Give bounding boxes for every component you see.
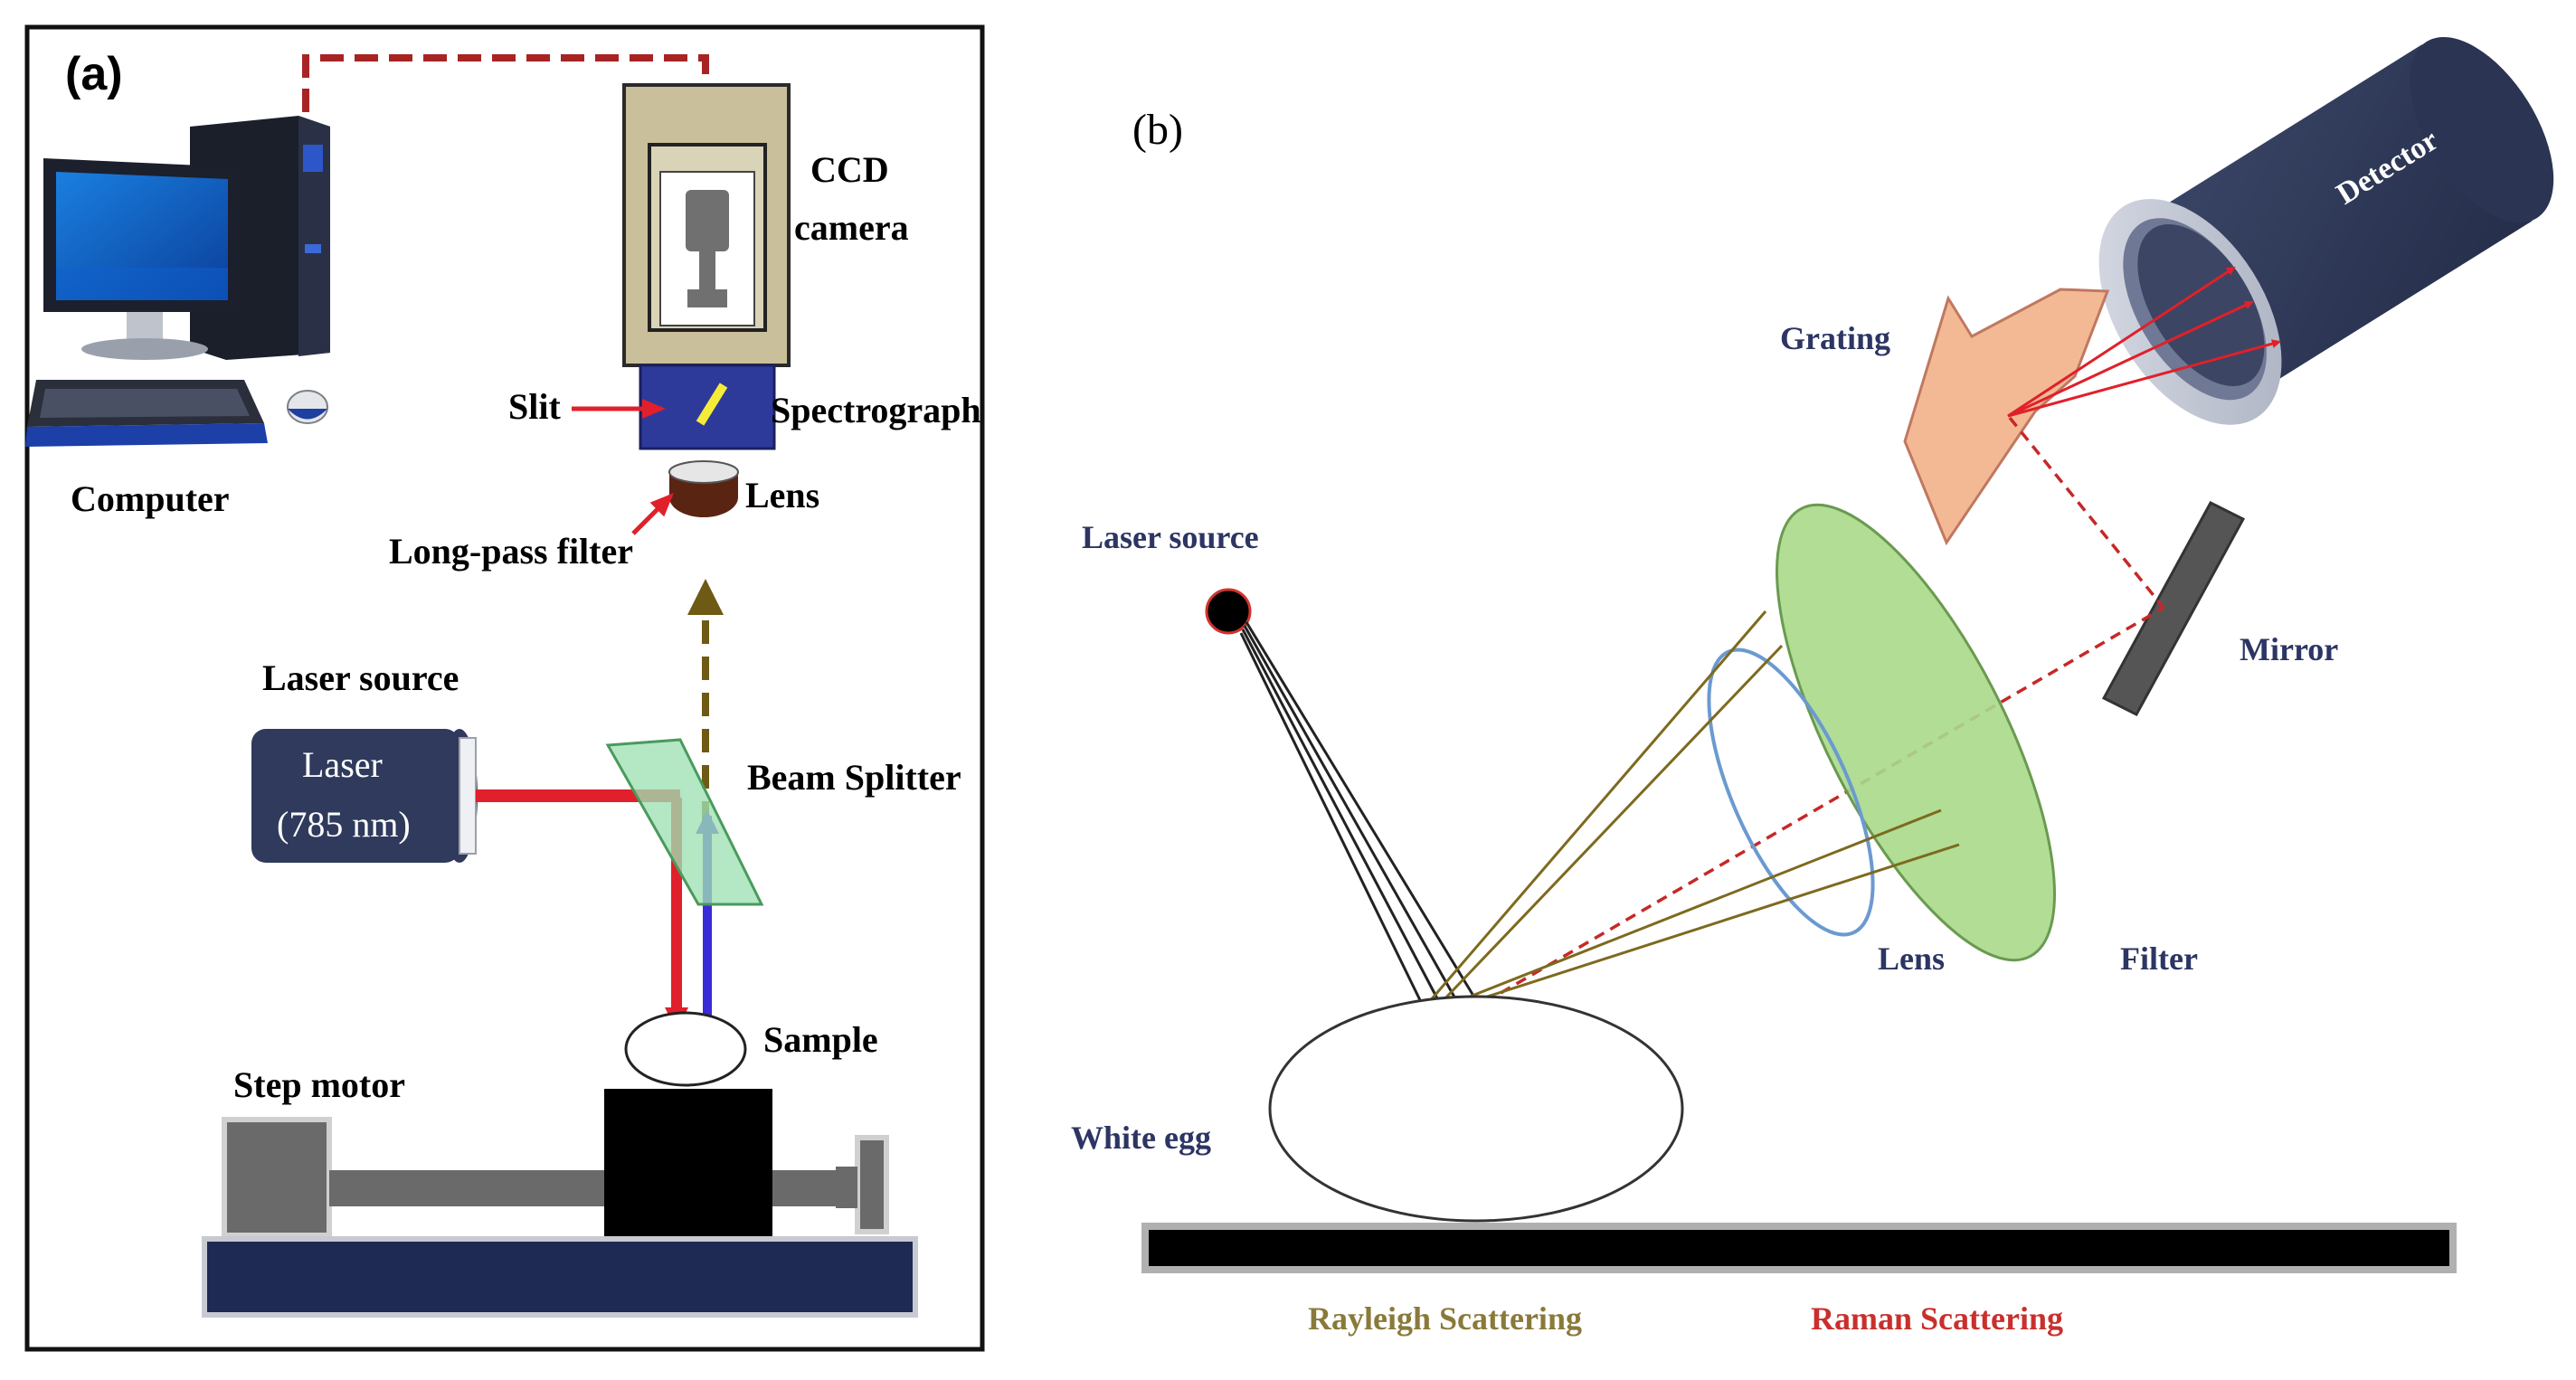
grating-label: Grating	[1780, 320, 1890, 356]
laser-label-line1: Laser	[302, 744, 383, 785]
mirror-icon	[2101, 501, 2246, 716]
detector-icon	[2098, 36, 2554, 425]
step-motor-icon	[202, 1089, 918, 1318]
grating-icon	[1903, 288, 2110, 546]
lens-label: Lens	[745, 475, 820, 515]
slit-mark	[696, 383, 728, 426]
ccd-label-line1: CCD	[810, 149, 889, 190]
spectrograph-label: Spectrograph	[771, 390, 981, 430]
white-egg-icon	[1268, 995, 1684, 1223]
laser-source-dot	[1205, 588, 1252, 635]
beam-splitter-label: Beam Splitter	[747, 757, 961, 798]
filter-label: Filter	[2120, 940, 2198, 977]
laser-source-b-label: Laser source	[1082, 519, 1259, 555]
rayleigh-scattering-label: Rayleigh Scattering	[1308, 1300, 1582, 1337]
mirror-to-grating-path	[2008, 416, 2165, 610]
incident-laser-rays	[1239, 621, 1478, 1001]
signal-up-arrowhead	[687, 579, 724, 615]
dispersed-rays	[2007, 266, 2281, 418]
ccd-camera-icon	[622, 83, 791, 367]
step-motor-label: Step motor	[233, 1064, 405, 1105]
mirror-label: Mirror	[2240, 631, 2339, 667]
beam-splitter-icon	[605, 738, 764, 906]
sample-icon	[624, 1011, 747, 1087]
slit-label: Slit	[508, 386, 561, 427]
laser-source-a-label: Laser source	[262, 657, 459, 698]
panel-b-tag: (b)	[1132, 106, 1183, 154]
rayleigh-rays	[1427, 610, 1960, 1004]
sample-label: Sample	[763, 1019, 878, 1060]
lens-icon	[668, 460, 739, 517]
laser-icon	[251, 729, 478, 863]
computer-label: Computer	[71, 478, 230, 519]
raman-scattering-path	[1484, 606, 2164, 1004]
raman-scattering-label: Raman Scattering	[1811, 1300, 2063, 1337]
panel-a-tag: (a)	[65, 48, 123, 100]
ccd-label-line2: camera	[794, 207, 909, 248]
computer-icon	[25, 116, 330, 447]
long-pass-filter-label: Long-pass filter	[389, 531, 633, 572]
sample-bench	[1141, 1223, 2457, 1273]
long-pass-filter-arrow	[631, 493, 674, 535]
lens-b-icon	[1707, 647, 1875, 937]
filter-icon	[1776, 503, 2056, 962]
sample-stage-block	[604, 1089, 772, 1244]
lens-b-label: Lens	[1878, 940, 1946, 977]
laser-label-line2: (785 nm)	[277, 804, 411, 845]
computer-ccd-connection	[302, 54, 709, 112]
white-egg-label: White egg	[1071, 1120, 1211, 1156]
